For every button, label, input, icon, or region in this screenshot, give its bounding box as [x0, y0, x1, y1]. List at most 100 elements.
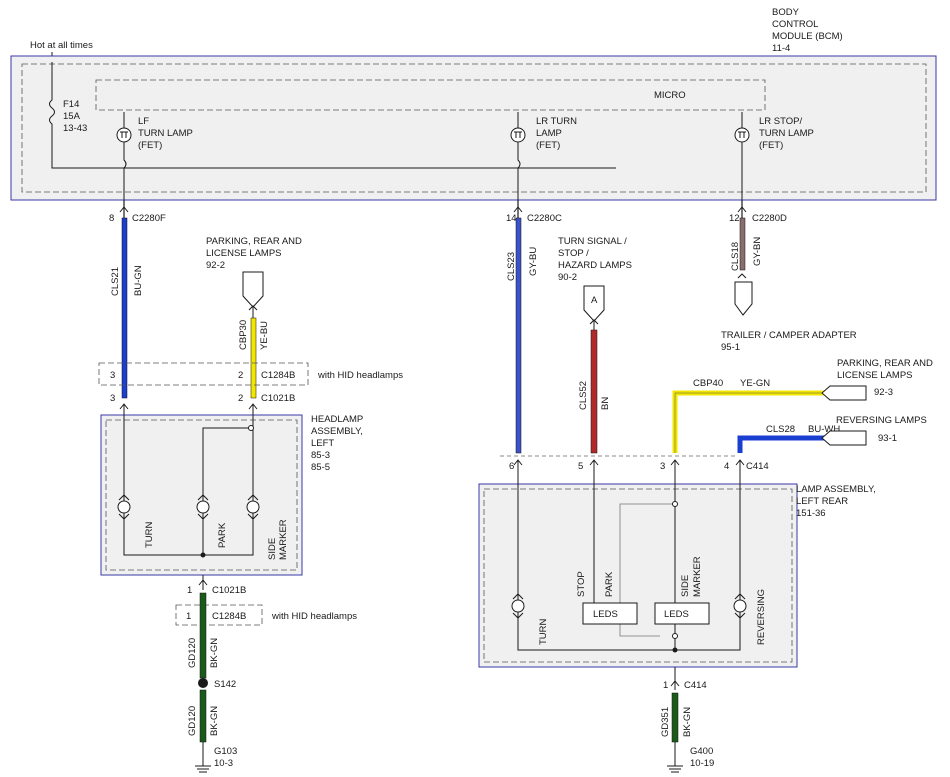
bcm-box — [10, 55, 937, 201]
svg-text:C2280D: C2280D — [752, 213, 787, 224]
bulb-reversing: REVERSING — [733, 589, 767, 645]
svg-text:LR STOP/: LR STOP/ — [759, 116, 802, 127]
wire-cls28-color: BU-WH — [808, 424, 840, 435]
svg-text:LICENSE LAMPS: LICENSE LAMPS — [206, 248, 282, 259]
svg-text:HEADLAMP: HEADLAMP — [311, 414, 363, 425]
lamp-assembly-left-rear-label: LAMP ASSEMBLY, LEFT REAR 151-36 — [796, 484, 876, 519]
turn-signal-stop-hazard-lamps-ref-90-2: TURN SIGNAL / STOP / HAZARD LAMPS 90-2 A — [558, 236, 632, 325]
svg-text:1: 1 — [663, 680, 668, 691]
wire-gd120-upper-color: BK-GN — [209, 638, 220, 668]
svg-text:C1284B: C1284B — [261, 370, 295, 381]
wire-cls23-circuit: CLS23 — [506, 252, 517, 281]
micro-label: MICRO — [654, 90, 686, 101]
wire-cls21-circuit: CLS21 — [110, 267, 121, 296]
svg-text:REVERSING LAMPS: REVERSING LAMPS — [836, 415, 927, 426]
reversing-lamps-ref-93-1: REVERSING LAMPS 93-1 — [821, 415, 927, 446]
svg-text:10-3: 10-3 — [214, 758, 233, 769]
svg-text:14: 14 — [506, 213, 517, 224]
leds-stop-park: LEDS STOP PARK — [576, 571, 638, 625]
wire-gd120-lower — [199, 689, 207, 743]
wire-cls52-circuit: CLS52 — [578, 381, 589, 410]
splice-s142 — [198, 678, 208, 688]
svg-text:with HID headlamps: with HID headlamps — [271, 611, 357, 622]
svg-text:90-2: 90-2 — [558, 272, 577, 283]
wire-gd351-circuit: GD351 — [660, 707, 671, 737]
svg-text:PARKING, REAR AND: PARKING, REAR AND — [837, 358, 933, 369]
connector-c1021b: 3 2 C1021B — [110, 393, 295, 410]
wire-cls23-color: GY-BU — [528, 247, 539, 276]
svg-text:3: 3 — [110, 370, 115, 381]
svg-text:10-19: 10-19 — [690, 758, 714, 769]
svg-text:6: 6 — [509, 461, 514, 472]
svg-text:LEDS: LEDS — [593, 609, 618, 620]
wire-cls23 — [515, 217, 522, 454]
headlamp-assembly-box — [100, 414, 303, 576]
svg-text:F14: F14 — [63, 99, 79, 110]
fet-lr-stop-turn-lamp: LR STOP/ TURN LAMP (FET) — [734, 112, 814, 200]
hot-at-all-times-label: Hot at all times — [30, 40, 93, 51]
svg-text:85-5: 85-5 — [311, 462, 330, 473]
svg-text:95-1: 95-1 — [721, 342, 740, 353]
svg-text:C1284B: C1284B — [212, 611, 246, 622]
svg-text:MARKER: MARKER — [278, 519, 289, 560]
svg-text:12: 12 — [729, 213, 740, 224]
bulb-turn-front: TURN — [117, 494, 155, 548]
connector-c1284b-lower-box — [175, 604, 263, 626]
svg-text:LEDS: LEDS — [664, 609, 689, 620]
wire-gd120-lower-color: BK-GN — [209, 706, 220, 736]
connector-c2280f: 8 C2280F — [109, 206, 166, 224]
svg-text:2: 2 — [238, 370, 243, 381]
connector-c1284b: 3 2 C1284B with HID headlamps — [110, 370, 403, 381]
fet-lr-turn-lamp: LR TURN LAMP (FET) — [510, 112, 577, 200]
svg-text:LEFT: LEFT — [311, 438, 334, 449]
svg-text:1: 1 — [186, 611, 191, 622]
svg-text:TURN LAMP: TURN LAMP — [759, 128, 814, 139]
svg-text:LAMP: LAMP — [536, 128, 562, 139]
wire-gd351 — [671, 692, 679, 743]
ground-g103: G103 10-3 — [195, 742, 237, 773]
svg-text:ASSEMBLY,: ASSEMBLY, — [311, 426, 363, 437]
wire-cbp40-circuit: CBP40 — [693, 378, 723, 389]
svg-text:PARK: PARK — [604, 571, 615, 597]
svg-text:LEFT REAR: LEFT REAR — [796, 496, 848, 507]
parking-rear-license-lamps-ref-92-2: PARKING, REAR AND LICENSE LAMPS 92-2 — [206, 236, 302, 311]
svg-text:G103: G103 — [214, 746, 237, 757]
svg-text:13-43: 13-43 — [63, 123, 87, 134]
wire-cls52 — [590, 329, 598, 454]
bulb-side-marker-front: SIDE MARKER — [246, 494, 289, 560]
headlamp-assembly-label: HEADLAMP ASSEMBLY, LEFT 85-3 85-5 — [311, 414, 363, 473]
wire-gd120-upper-circuit: GD120 — [187, 638, 198, 668]
ground-g400: G400 10-19 — [667, 742, 714, 773]
svg-text:C1021B: C1021B — [212, 585, 246, 596]
svg-text:LICENSE LAMPS: LICENSE LAMPS — [837, 370, 913, 381]
wire-cls18 — [739, 217, 746, 271]
wire-cls21-color: BU-GN — [133, 265, 144, 296]
svg-text:LF: LF — [138, 116, 149, 127]
svg-text:LR TURN: LR TURN — [536, 116, 577, 127]
svg-text:REVERSING: REVERSING — [756, 589, 767, 645]
wire-cls21 — [121, 217, 128, 399]
wire-gd351-color: BK-GN — [682, 707, 693, 737]
svg-text:1: 1 — [187, 585, 192, 596]
svg-text:CONTROL: CONTROL — [772, 19, 818, 30]
svg-text:92-2: 92-2 — [206, 260, 225, 271]
svg-text:92-3: 92-3 — [874, 387, 893, 398]
svg-text:85-3: 85-3 — [311, 450, 330, 461]
wire-cls18-circuit: CLS18 — [730, 242, 741, 271]
svg-text:SIDE: SIDE — [680, 575, 691, 597]
svg-text:MODULE (BCM): MODULE (BCM) — [772, 31, 843, 42]
wire-gd120-lower-circuit: GD120 — [187, 706, 198, 736]
connector-c2280c: 14 C2280C — [506, 206, 562, 224]
svg-text:C1021B: C1021B — [261, 393, 295, 404]
svg-text:(FET): (FET) — [759, 140, 783, 151]
splice-s142-label: S142 — [214, 679, 236, 690]
wire-cbp40-color: YE-GN — [740, 378, 770, 389]
svg-text:8: 8 — [109, 213, 114, 224]
wire-cbp30-circuit: CBP30 — [238, 320, 249, 350]
wire-cbp30-color: YE-BU — [259, 321, 270, 350]
connector-c1284b-box — [98, 362, 309, 386]
parking-rear-license-lamps-ref-92-3: PARKING, REAR AND LICENSE LAMPS 92-3 — [821, 358, 933, 401]
svg-text:TURN LAMP: TURN LAMP — [138, 128, 193, 139]
svg-text:A: A — [591, 295, 598, 306]
connector-c414: 6 5 3 4 C414 — [509, 459, 769, 472]
